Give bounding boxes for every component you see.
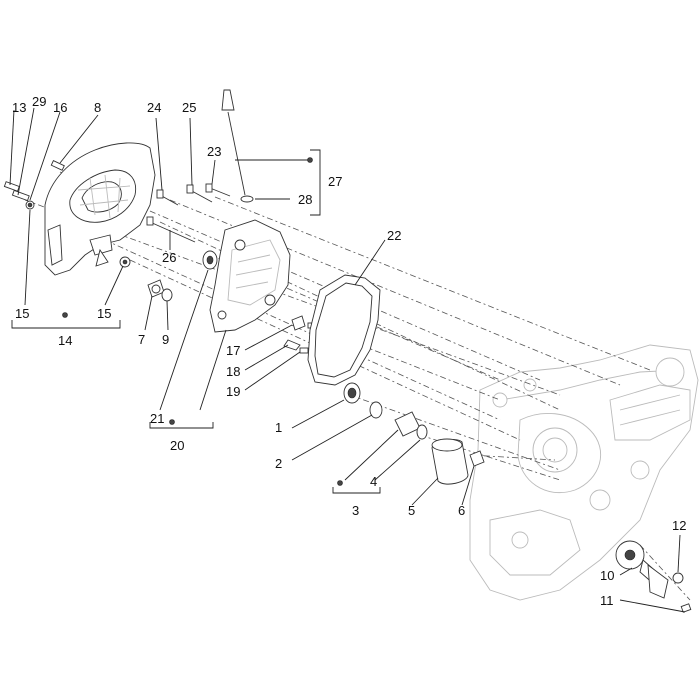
callout-15-left: 15 <box>15 306 29 321</box>
callout-6: 6 <box>458 503 465 518</box>
callout-24: 24 <box>147 100 161 115</box>
oil-pump <box>615 540 692 613</box>
side-cover <box>209 219 291 333</box>
callout-labels: 13 29 16 8 24 25 23 27 28 22 26 15 15 14… <box>12 94 686 608</box>
engine-crankcase <box>469 344 699 601</box>
gasket <box>307 274 381 386</box>
callout-16: 16 <box>53 100 67 115</box>
oil-filter-group <box>343 382 485 485</box>
callout-21: 21 <box>150 411 164 426</box>
callout-27: 27 <box>328 174 342 189</box>
callout-7: 7 <box>138 332 145 347</box>
callout-5: 5 <box>408 503 415 518</box>
callout-22: 22 <box>387 228 401 243</box>
callout-12: 12 <box>672 518 686 533</box>
callout-19: 19 <box>226 384 240 399</box>
fan-cover <box>44 142 156 276</box>
callout-23: 23 <box>207 144 221 159</box>
callout-1: 1 <box>275 420 282 435</box>
callout-8: 8 <box>94 100 101 115</box>
callout-29: 29 <box>32 94 46 109</box>
callout-20: 20 <box>170 438 184 453</box>
callout-2: 2 <box>275 456 282 471</box>
callout-18: 18 <box>226 364 240 379</box>
dipstick <box>221 89 254 203</box>
callout-28: 28 <box>298 192 312 207</box>
callout-15-right: 15 <box>97 306 111 321</box>
callout-3: 3 <box>352 503 359 518</box>
callout-13: 13 <box>12 100 26 115</box>
callout-17: 17 <box>226 343 240 358</box>
callout-9: 9 <box>162 332 169 347</box>
leader-lines <box>9 107 686 613</box>
callout-26: 26 <box>162 250 176 265</box>
callout-11: 11 <box>600 593 614 608</box>
callout-14: 14 <box>58 333 72 348</box>
callout-4: 4 <box>370 474 377 489</box>
callout-10: 10 <box>600 568 614 583</box>
callout-25: 25 <box>182 100 196 115</box>
